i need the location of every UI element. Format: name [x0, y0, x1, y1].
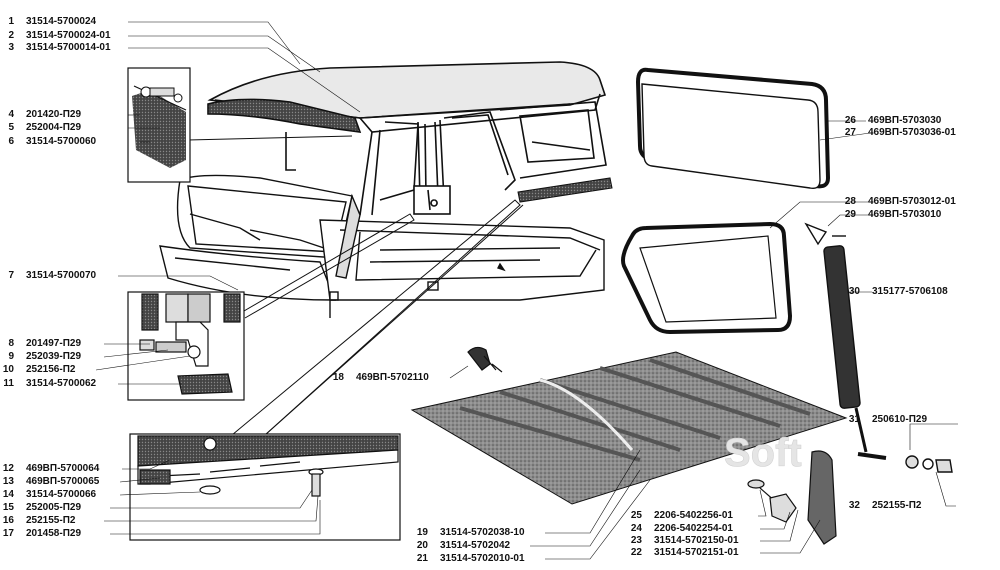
- inset-seal-strip: [129, 433, 401, 541]
- callout-wedges: [187, 135, 524, 436]
- inset-roof-seal: [127, 67, 191, 183]
- rear-windows: [621, 67, 831, 335]
- clip-assembly: [747, 450, 837, 545]
- gas-strut: [804, 222, 953, 473]
- inset-bracket: [127, 291, 245, 401]
- leader-lines: [95, 21, 958, 560]
- watermark: Soft: [724, 431, 802, 475]
- vehicle-body: [159, 174, 605, 318]
- headliner-panel: [410, 351, 848, 505]
- push-clip: [467, 346, 503, 373]
- seal-strip: [517, 177, 613, 203]
